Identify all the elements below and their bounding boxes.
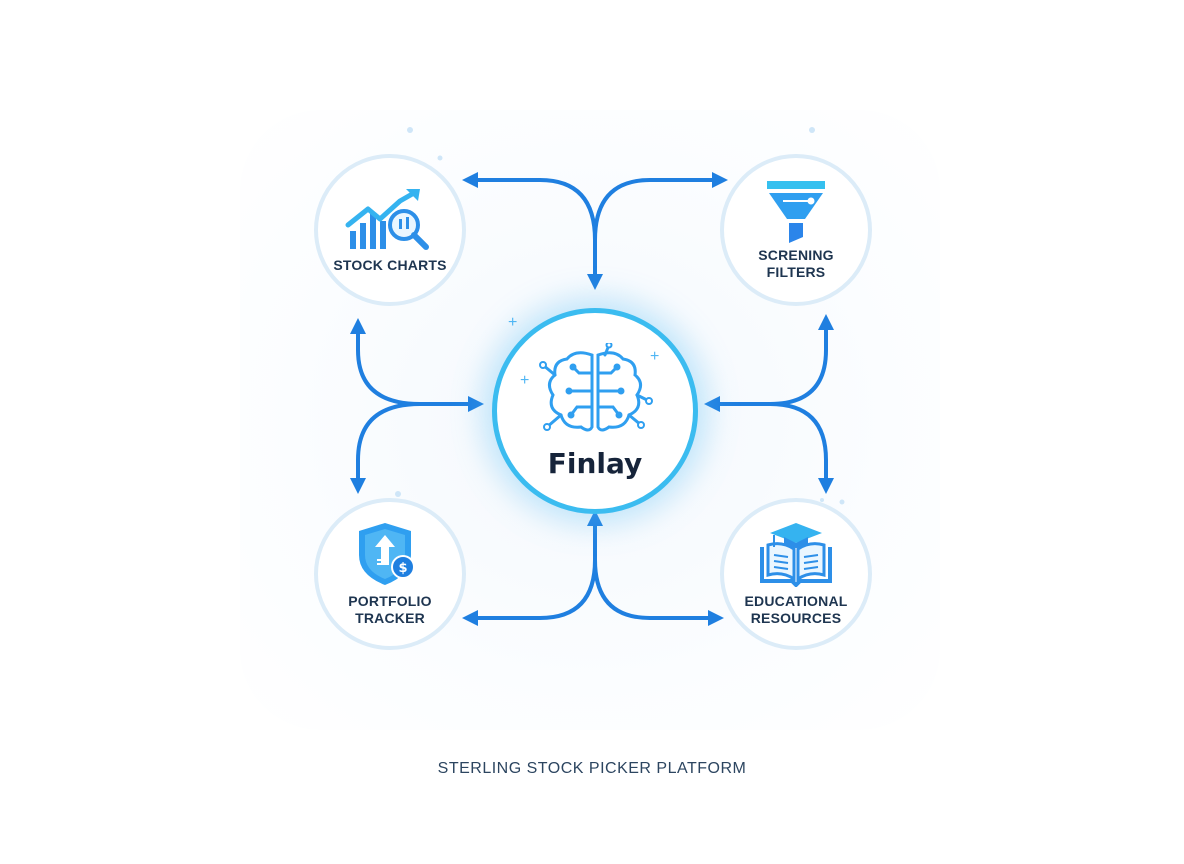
sparkle-plus-icon: + [508,314,518,331]
center-title: Finlay [547,446,643,480]
chart-magnifier-icon [345,188,429,250]
node-label: STOCK CHARTS [333,256,447,273]
book-graduation-cap-icon [760,523,832,587]
svg-text:$: $ [398,561,407,576]
platform-footer-title: STERLING STOCK PICKER PLATFORM [437,760,747,777]
brain-circuit-icon [539,342,653,431]
node-label: EDUCATIONAL RESOURCES [744,593,848,626]
sparkle-plus-icon: + [650,348,660,365]
funnel-icon [767,181,825,243]
node-label: PORTFOLIO TRACKER [348,593,432,626]
shield-dollar-icon: $ [359,523,415,585]
node-stock-charts[interactable]: STOCK CHARTS [314,154,466,306]
node-label: SCRENING FILTERS [758,247,834,280]
node-portfolio-tracker[interactable]: $ PORTFOLIO TRACKER [314,498,466,650]
node-screening-filters[interactable]: SCRENING FILTERS [720,154,872,306]
node-educational-resources[interactable]: EDUCATIONAL RESOURCES [720,498,872,650]
center-node-finlay[interactable]: Finlay [492,308,698,514]
sparkle-plus-icon: + [520,372,530,389]
